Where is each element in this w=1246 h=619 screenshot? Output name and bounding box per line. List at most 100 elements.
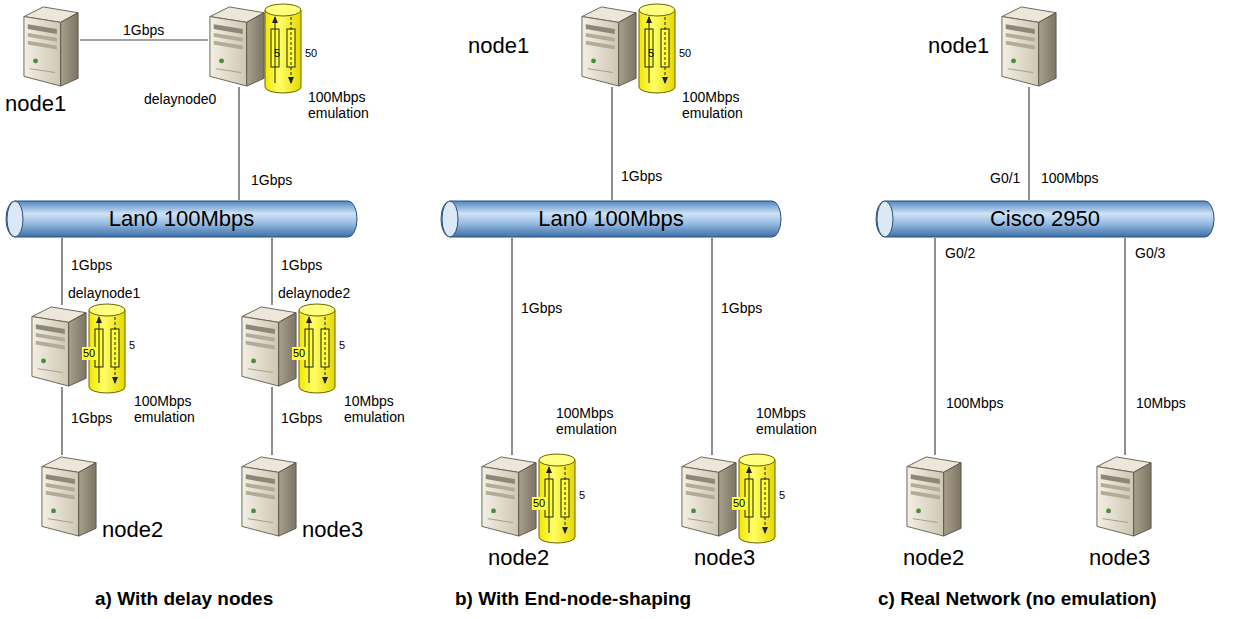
node-name: delaynode1 [68,285,140,301]
delay-value: 50 [678,47,692,60]
node-name: node1 [928,33,989,58]
link-speed: 1Gbps [280,257,323,273]
network-link [80,39,208,40]
band-end [442,201,458,237]
node-name: delaynode2 [278,285,350,301]
server-node: node3 [240,455,298,537]
band-end [877,201,893,237]
panel-caption: b) With End-node-shaping [455,588,691,610]
icon-use [24,7,78,86]
server-icon [22,5,80,87]
delay-value: 50 [304,47,318,60]
node-name: node1 [5,91,66,116]
node-name: delaynode0 [144,91,216,107]
network-link [934,238,935,455]
network-link [711,238,712,455]
icon-use [1002,7,1056,86]
network-link [271,387,272,455]
delay-value: 5 [778,489,786,502]
delay-value: 5 [128,339,136,352]
icon-use [265,4,301,93]
link-speed: 1Gbps [280,410,323,426]
icon-use [639,4,675,93]
lan-label: Lan0 100Mbps [440,200,782,238]
server-node: node3 [1095,455,1153,537]
icon-use [210,7,264,86]
node-name: node3 [1089,545,1150,570]
server-node: node1 [22,5,80,87]
server-icon [208,5,266,87]
link-speed: 1Gbps [70,410,113,426]
link-speed: 100Mbps [945,395,1005,411]
link-speed: 10Mbps [1135,395,1187,411]
node-name: node3 [302,517,363,542]
lan-label: Lan0 100Mbps [5,200,358,238]
link-speed: 1Gbps [250,172,293,188]
server-icon [680,455,738,537]
icon-use [907,457,961,536]
emulation-rate: 100Mbps emulation [308,89,404,121]
emulation-shaper: 50510Mbps emulation [738,453,776,545]
server-icon [240,455,298,537]
band-end [7,201,23,237]
delay-value: 5 [338,339,346,352]
icon-use [242,457,296,536]
server-node: node2 [480,455,538,537]
network-link [61,238,62,305]
network-link [1124,238,1125,455]
network-link [1028,87,1029,200]
node-name: node1 [468,33,529,58]
server-node: node1 [580,5,638,87]
icon-use [42,457,96,536]
panel-caption: a) With delay nodes [95,588,273,610]
node-name: node2 [488,545,549,570]
port-label: G0/2 [945,245,975,261]
delay-value: 50 [532,497,546,510]
delay-value: 50 [292,347,306,360]
network-link [271,238,272,305]
emulation-shaper: 505100Mbps emulation [538,453,576,545]
server-icon [905,455,963,537]
server-node: delaynode1 [30,305,88,387]
server-node: node2 [905,455,963,537]
delay-value: 50 [732,497,746,510]
server-icon [1000,5,1058,87]
band-body [441,201,781,237]
server-node: node1 [1000,5,1058,87]
emulation-shaper: 550100Mbps emulation [638,3,676,95]
network-link [611,87,612,200]
lan-label: Cisco 2950 [875,200,1215,238]
icon-use [582,7,636,86]
delay-value: 5 [273,47,281,60]
link-speed: 100Mbps [1040,170,1100,186]
server-icon [480,455,538,537]
node-name: node3 [694,545,755,570]
link-speed: 1Gbps [70,257,113,273]
shaper-cylinder [638,3,676,95]
delay-value: 5 [647,47,655,60]
emulation-rate: 100Mbps emulation [134,393,230,425]
server-icon [240,305,298,387]
icon-use [242,307,296,386]
icon-use [482,457,536,536]
server-icon [40,455,98,537]
icon-use [32,307,86,386]
server-icon [30,305,88,387]
emulation-shaper: 50510Mbps emulation [298,303,336,395]
server-node: delaynode2 [240,305,298,387]
lan-switch-band: Cisco 2950 [875,200,1215,238]
emulation-shaper: 550100Mbps emulation [264,3,302,95]
emulation-shaper: 505100Mbps emulation [88,303,126,395]
icon-use [1097,457,1151,536]
server-node: node3 [680,455,738,537]
link-speed: 1Gbps [620,168,663,184]
delay-value: 5 [578,489,586,502]
lan-switch-band: Lan0 100Mbps [440,200,782,238]
server-icon [1095,455,1153,537]
link-speed: 1Gbps [122,22,165,38]
shaper-cylinder [264,3,302,95]
link-speed: 1Gbps [720,300,763,316]
emulation-rate: 10Mbps emulation [344,393,440,425]
icon-use [682,457,736,536]
network-link [238,87,239,200]
